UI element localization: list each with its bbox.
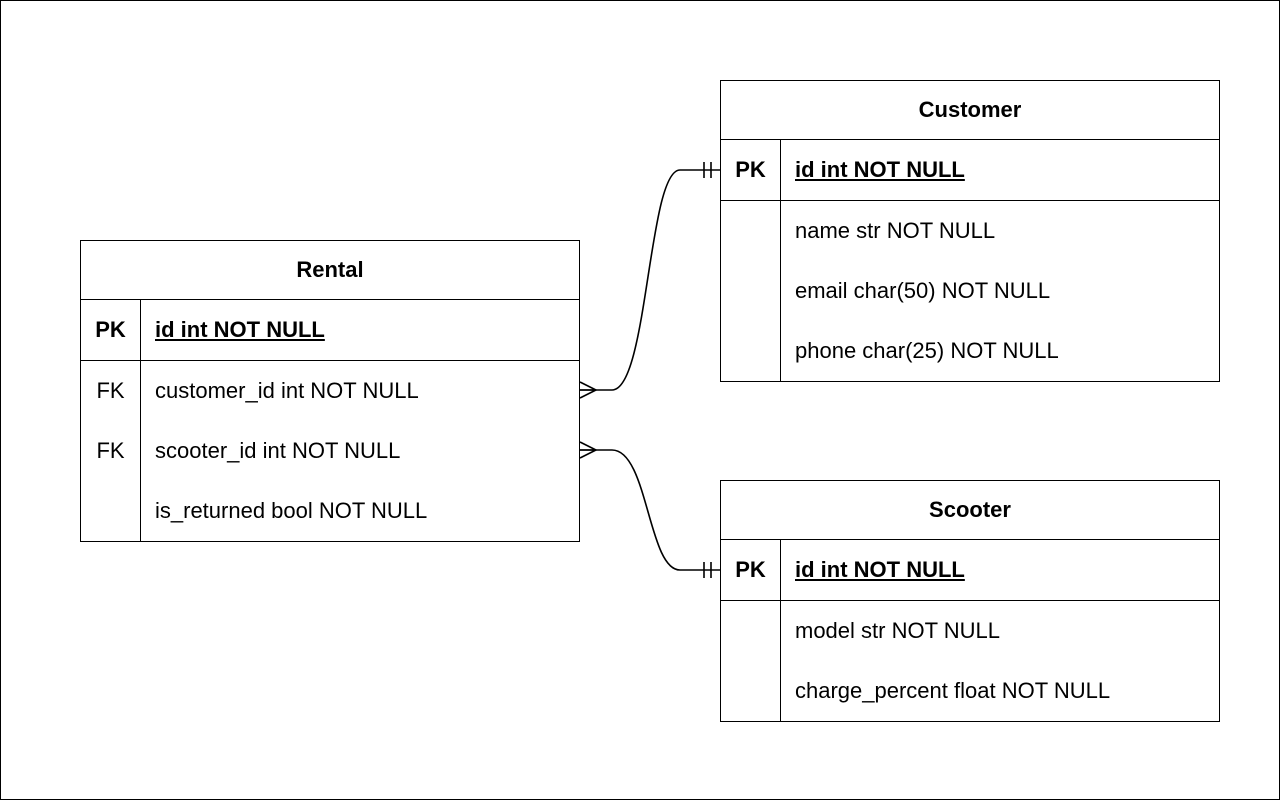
entity-title: Customer — [721, 81, 1219, 140]
field-row: email char(50) NOT NULL — [795, 278, 1051, 303]
key-label: FK — [96, 438, 125, 463]
field-row: is_returned bool NOT NULL — [155, 498, 428, 523]
pk-field: id int NOT NULL — [795, 557, 965, 582]
key-label: FK — [96, 378, 125, 403]
key-column — [721, 601, 781, 721]
field-row: customer_id int NOT NULL — [155, 378, 419, 403]
field-row: scooter_id int NOT NULL — [155, 438, 401, 463]
entity-title: Rental — [81, 241, 579, 300]
key-column — [721, 201, 781, 381]
entity-rental[interactable]: Rental PK id int NOT NULL FK FK customer… — [80, 240, 580, 542]
field-column: name str NOT NULL email char(50) NOT NUL… — [781, 201, 1219, 381]
key-label: PK — [721, 140, 781, 200]
entity-customer[interactable]: Customer PK id int NOT NULL name str NOT… — [720, 80, 1220, 382]
key-column: FK FK — [81, 361, 141, 541]
field-list: name str NOT NULL email char(50) NOT NUL… — [721, 201, 1219, 381]
entity-title: Scooter — [721, 481, 1219, 540]
pk-row: PK id int NOT NULL — [81, 300, 579, 361]
pk-row: PK id int NOT NULL — [721, 140, 1219, 201]
field-row: phone char(25) NOT NULL — [795, 338, 1059, 363]
field-row: name str NOT NULL — [795, 218, 996, 243]
key-label: PK — [81, 300, 141, 360]
field-list: model str NOT NULL charge_percent float … — [721, 601, 1219, 721]
field-column: customer_id int NOT NULL scooter_id int … — [141, 361, 579, 541]
field-row: model str NOT NULL — [795, 618, 1000, 643]
pk-field: id int NOT NULL — [795, 157, 965, 182]
field-row: charge_percent float NOT NULL — [795, 678, 1111, 703]
field-column: model str NOT NULL charge_percent float … — [781, 601, 1219, 721]
pk-row: PK id int NOT NULL — [721, 540, 1219, 601]
pk-field: id int NOT NULL — [155, 317, 325, 342]
key-label: PK — [721, 540, 781, 600]
entity-scooter[interactable]: Scooter PK id int NOT NULL model str NOT… — [720, 480, 1220, 722]
field-list: FK FK customer_id int NOT NULL scooter_i… — [81, 361, 579, 541]
